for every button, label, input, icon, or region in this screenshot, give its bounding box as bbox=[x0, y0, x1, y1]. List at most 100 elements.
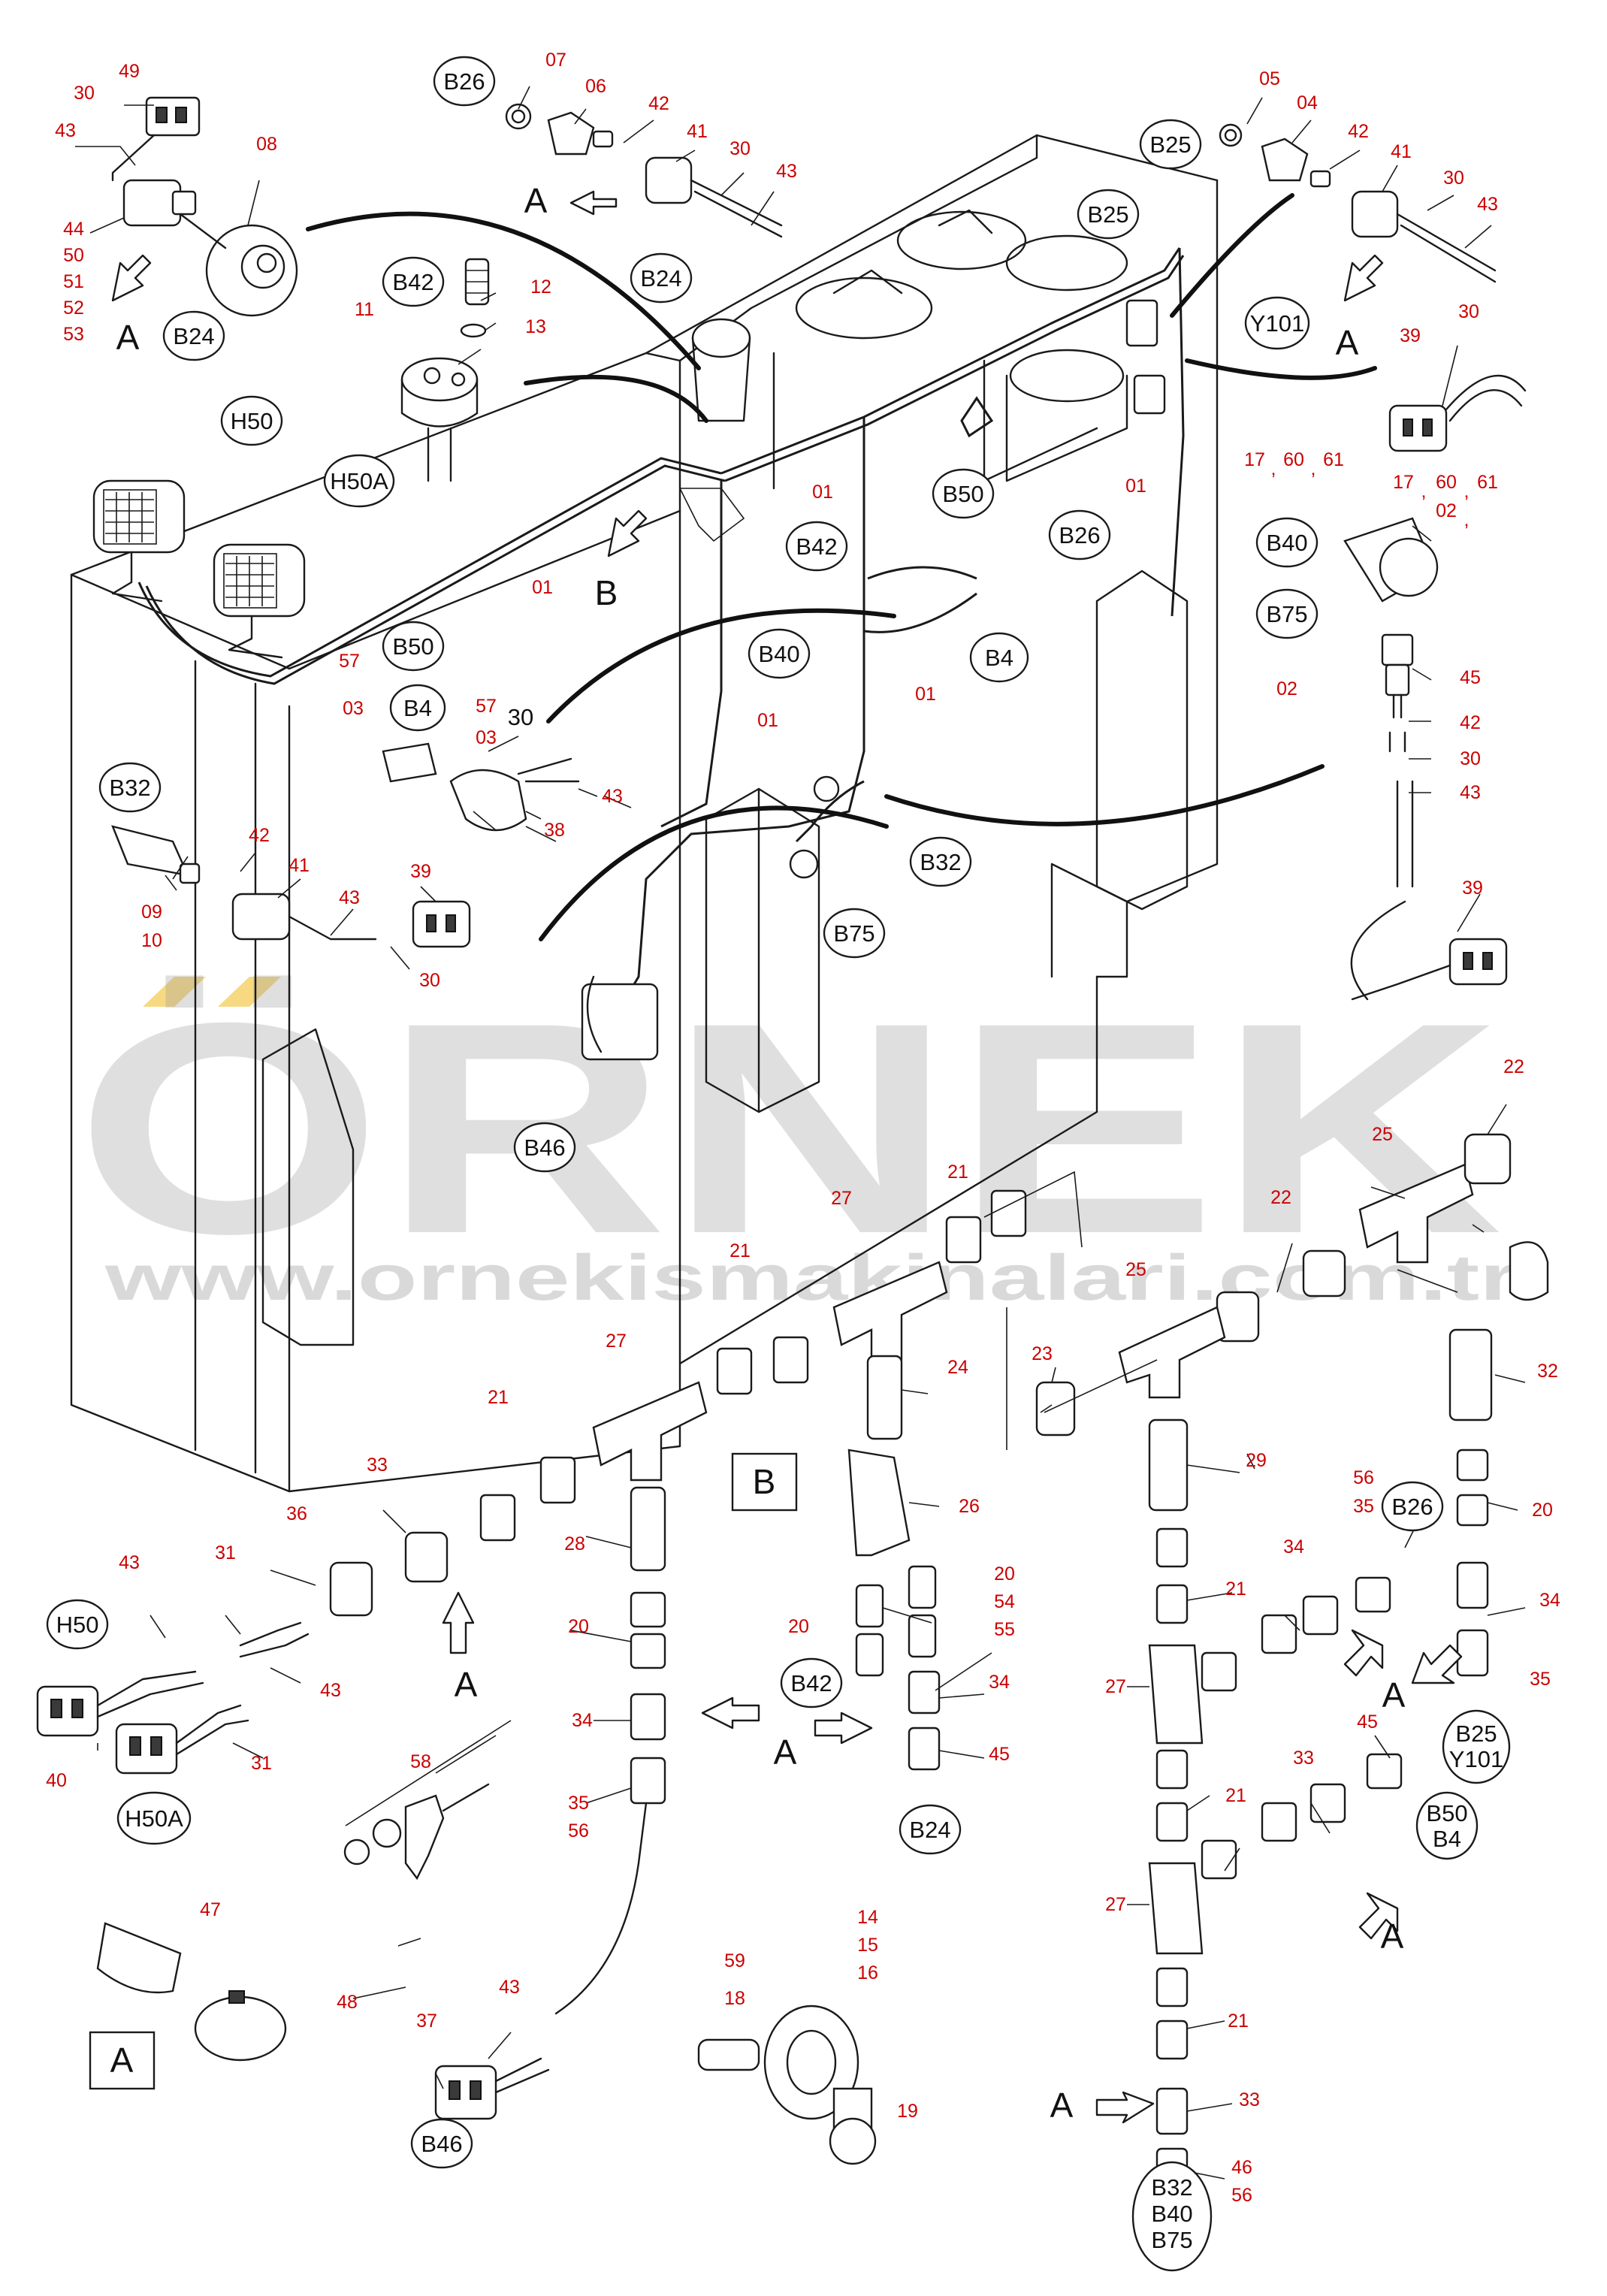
pn-45-a: 45 bbox=[1460, 667, 1481, 688]
pn-40: 40 bbox=[46, 1770, 67, 1791]
pn-01-e: 01 bbox=[757, 710, 778, 731]
view-b-mid: B bbox=[595, 573, 618, 612]
pn-46: 46 bbox=[1231, 2157, 1252, 2178]
label-b32-harness bbox=[909, 836, 972, 887]
label-b24-harness bbox=[630, 252, 693, 304]
watermark-accent-left bbox=[143, 977, 206, 1007]
conduit-assembly-b bbox=[329, 1189, 1027, 2015]
label-b32-left-text: B32 bbox=[109, 775, 150, 801]
label-b25-y101-text-a: B25 bbox=[1455, 1720, 1497, 1747]
pn-01-c: 01 bbox=[1125, 476, 1146, 497]
pn-50: 50 bbox=[63, 245, 84, 266]
pn-27-d: 27 bbox=[1105, 1894, 1126, 1915]
label-b24-bottom bbox=[899, 1804, 962, 1855]
pn-61-b: 61 bbox=[1477, 472, 1498, 493]
box-a bbox=[89, 2031, 156, 2090]
pn-23: 23 bbox=[1032, 1343, 1053, 1364]
label-b75-right bbox=[1255, 588, 1319, 639]
leader-lines bbox=[75, 86, 1526, 2180]
pn-32: 32 bbox=[1537, 1361, 1558, 1382]
pn-38: 38 bbox=[544, 820, 565, 841]
label-b75-right-text: B75 bbox=[1266, 601, 1307, 627]
pn-27-a: 27 bbox=[831, 1188, 852, 1209]
arrow-a-b50-icon bbox=[1358, 1892, 1399, 1940]
label-b26-right-text: B26 bbox=[1391, 1494, 1433, 1520]
pn-41-a: 41 bbox=[687, 121, 708, 142]
label-b24-left-text: B24 bbox=[173, 323, 214, 349]
pn-51: 51 bbox=[63, 271, 84, 292]
pn-29: 29 bbox=[1246, 1450, 1267, 1471]
b24-sensor-assembly bbox=[111, 96, 298, 317]
pn-17-b: 17 bbox=[1393, 472, 1414, 493]
b32-sensor-left bbox=[111, 825, 471, 948]
pn-27-c: 27 bbox=[1105, 1676, 1126, 1697]
pn-02-b: 02 bbox=[1276, 678, 1297, 699]
label-h50 bbox=[220, 395, 283, 446]
pn-35-b: 35 bbox=[1353, 1496, 1374, 1517]
pn-41-b: 41 bbox=[1391, 141, 1412, 162]
pn-30-e: 30 bbox=[1460, 748, 1481, 769]
pn-34-a: 34 bbox=[572, 1710, 593, 1731]
view-a-right: A bbox=[1336, 323, 1359, 362]
pn-36: 36 bbox=[286, 1503, 307, 1524]
label-b32-stack-b: B40 bbox=[1151, 2201, 1192, 2227]
leader-curves bbox=[306, 193, 1377, 941]
pn-43-a: 43 bbox=[55, 120, 76, 141]
label-b46-bottom bbox=[410, 2118, 473, 2169]
pn-34-d: 34 bbox=[1539, 1590, 1560, 1611]
label-h50-bottom bbox=[46, 1599, 109, 1650]
pn-30-a: 30 bbox=[74, 83, 95, 104]
pn-20-b: 20 bbox=[994, 1563, 1015, 1585]
label-b32-harness-text: B32 bbox=[920, 849, 961, 875]
label-b40-right bbox=[1255, 517, 1319, 568]
pn-60-b: 60 bbox=[1436, 472, 1457, 493]
pn-42-d: 42 bbox=[249, 825, 270, 846]
pn-15: 15 bbox=[857, 1935, 878, 1956]
pn-18: 18 bbox=[724, 1988, 745, 2009]
pn-11: 11 bbox=[355, 299, 374, 320]
label-b50-left-text: B50 bbox=[392, 633, 433, 660]
label-b46-top-text: B46 bbox=[524, 1134, 565, 1161]
pn-31-a: 31 bbox=[215, 1542, 236, 1563]
pn-21-e: 21 bbox=[1225, 1785, 1246, 1806]
pn-33-c: 33 bbox=[1239, 2089, 1260, 2110]
pn-02-a: 02 bbox=[1436, 500, 1457, 521]
hardware-58 bbox=[343, 1783, 490, 1881]
pn-comma-e: , bbox=[1464, 509, 1470, 530]
pn-34-c: 34 bbox=[1283, 1536, 1304, 1557]
label-h50-text: H50 bbox=[231, 408, 273, 434]
conduit-assembly-right bbox=[1035, 1133, 1549, 2195]
label-b42-bottom-text: B42 bbox=[790, 1670, 832, 1696]
label-b42-harness-text: B42 bbox=[796, 533, 837, 560]
label-b42-bottom bbox=[780, 1657, 843, 1708]
pn-43-i: 43 bbox=[499, 1977, 520, 1998]
pn-35-a: 35 bbox=[568, 1793, 589, 1814]
label-b25-y101 bbox=[1442, 1709, 1511, 1784]
pn-21-d: 21 bbox=[1225, 1578, 1246, 1600]
pn-25-b: 25 bbox=[1372, 1124, 1393, 1145]
pn-43-e: 43 bbox=[602, 786, 623, 807]
pn-45-c: 45 bbox=[1357, 1711, 1378, 1733]
pn-30-c: 30 bbox=[1443, 168, 1464, 189]
label-b40-harness-text: B40 bbox=[758, 641, 799, 667]
pn-59: 59 bbox=[724, 1950, 745, 1971]
label-b26-right bbox=[1381, 1481, 1444, 1532]
label-b26-top-text: B26 bbox=[443, 68, 485, 95]
pn-61-a: 61 bbox=[1323, 449, 1344, 470]
label-b4-harness bbox=[969, 632, 1029, 683]
view-a-mid: A bbox=[455, 1665, 478, 1704]
label-b50-b4 bbox=[1415, 1791, 1479, 1860]
pn-03-a: 03 bbox=[343, 698, 364, 719]
pn-09: 09 bbox=[141, 902, 162, 923]
label-b50-b4-text-a: B50 bbox=[1426, 1800, 1467, 1826]
label-b32-b40-b75 bbox=[1131, 2161, 1213, 2272]
pn-21-c: 21 bbox=[488, 1387, 509, 1408]
pn-08: 08 bbox=[256, 134, 277, 155]
label-b40-harness bbox=[748, 628, 811, 679]
view-a-left: A bbox=[116, 318, 140, 357]
pn-43-g: 43 bbox=[119, 1552, 140, 1573]
arrow-a-icon bbox=[569, 190, 618, 216]
label-b32-stack-a: B32 bbox=[1151, 2174, 1192, 2201]
label-b50-left bbox=[382, 621, 445, 672]
